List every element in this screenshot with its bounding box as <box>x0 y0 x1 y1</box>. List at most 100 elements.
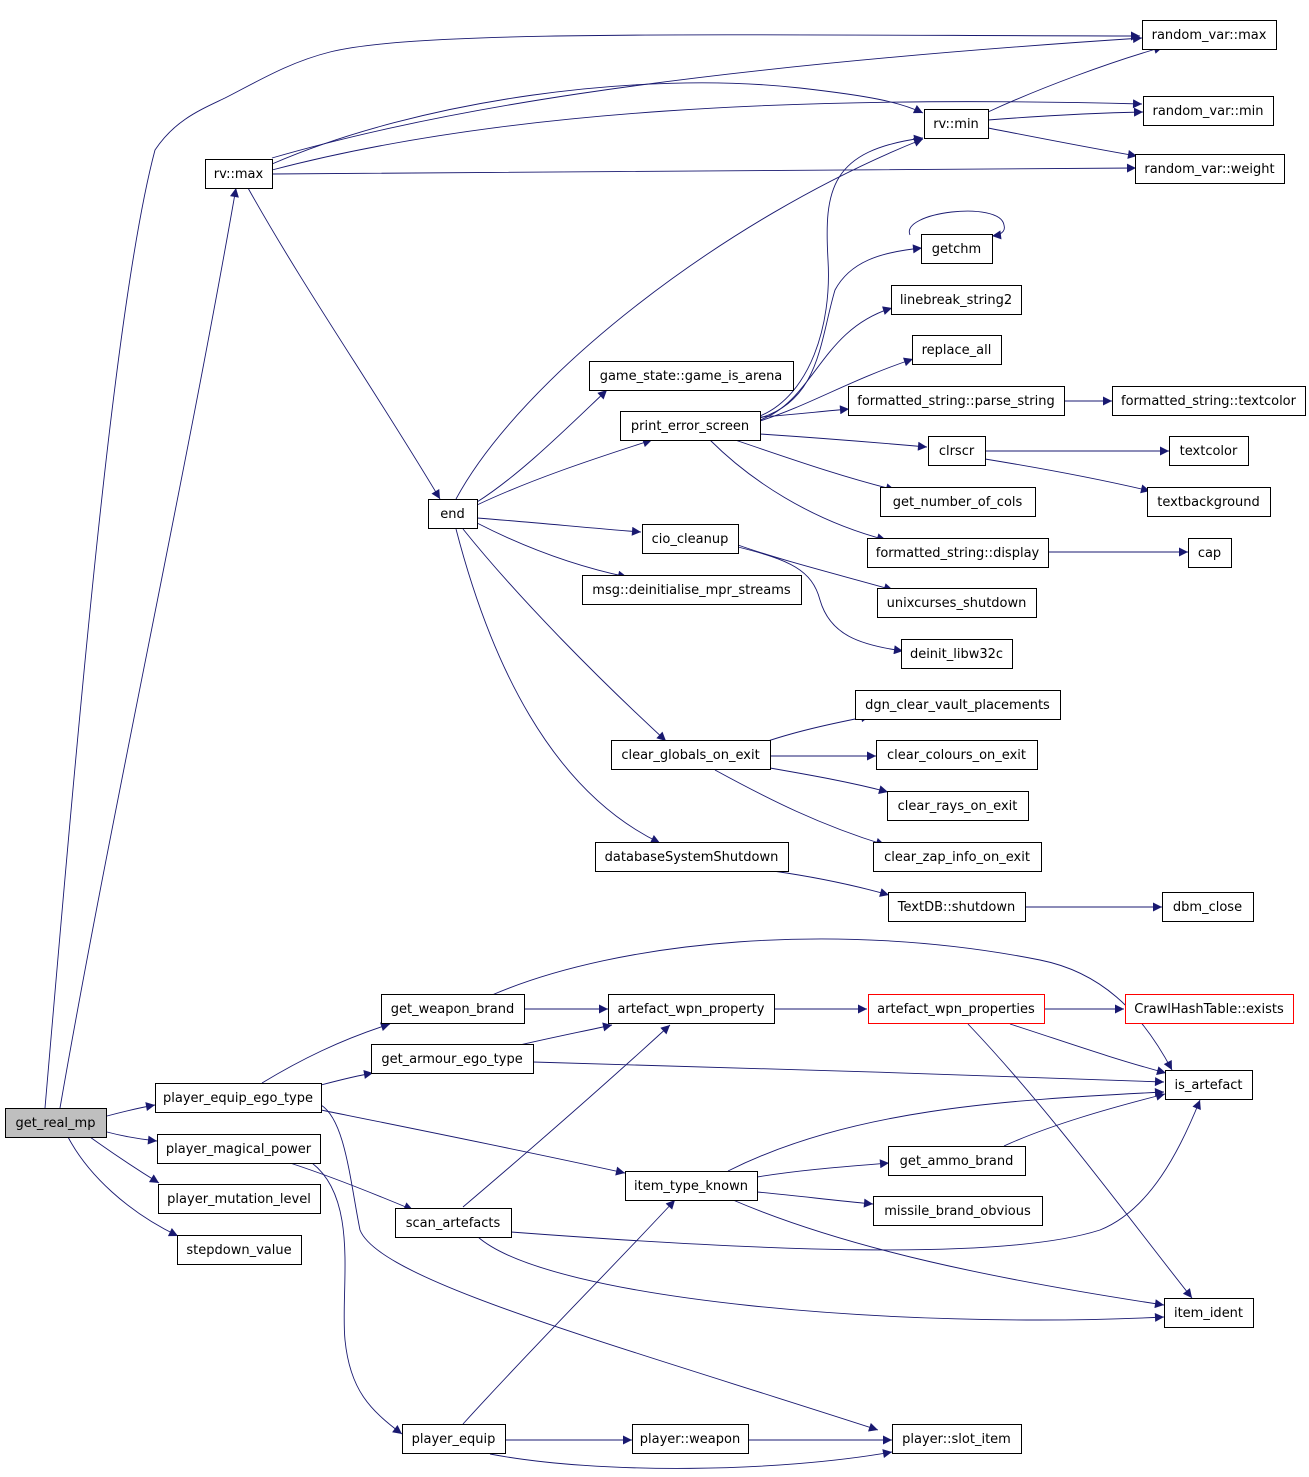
node-box <box>924 109 989 139</box>
node-label: dbm_close <box>1173 900 1242 915</box>
node-stepdown-value[interactable]: stepdown_value <box>177 1235 302 1265</box>
node-box <box>611 740 771 770</box>
node-label: player_magical_power <box>166 1142 312 1157</box>
node-is-artefact[interactable]: is_artefact <box>1165 1070 1253 1100</box>
node-label: scan_artefacts <box>406 1216 501 1231</box>
node-slot-item[interactable]: player::slot_item <box>892 1424 1022 1454</box>
node-textdb-shutdown[interactable]: TextDB::shutdown <box>888 892 1026 922</box>
edge <box>984 458 1151 494</box>
node-rv-min[interactable]: rv::min <box>924 109 989 139</box>
node-label: game_state::game_is_arena <box>600 369 783 384</box>
node-player-equip[interactable]: player_equip <box>402 1424 506 1454</box>
node-print-error-screen[interactable]: print_error_screen <box>620 411 761 441</box>
node-label: get_weapon_brand <box>391 1002 514 1017</box>
edges <box>44 31 1201 1469</box>
node-box <box>1143 96 1274 126</box>
node-deinit-libw32c[interactable]: deinit_libw32c <box>901 639 1013 669</box>
edge <box>59 187 239 1109</box>
edge <box>106 1131 158 1145</box>
node-artefact-wpn-properties[interactable]: artefact_wpn_properties <box>868 994 1045 1024</box>
node-get-real-mp[interactable]: get_real_mp <box>5 1108 107 1138</box>
node-get-armour-ego-type[interactable]: get_armour_ego_type <box>371 1044 534 1074</box>
node-rvar-min[interactable]: random_var::min <box>1143 96 1274 126</box>
edge <box>271 99 1143 171</box>
node-textcolor[interactable]: textcolor <box>1169 436 1249 466</box>
edge <box>271 34 1143 159</box>
node-item-type-known[interactable]: item_type_known <box>625 1171 758 1201</box>
node-box <box>177 1235 302 1265</box>
node-rvar-max[interactable]: random_var::max <box>1142 20 1277 50</box>
node-end[interactable]: end <box>428 499 478 529</box>
node-deinit-mpr[interactable]: msg::deinitialise_mpr_streams <box>582 575 802 605</box>
node-label: rv::min <box>933 117 979 132</box>
edge <box>737 546 904 655</box>
node-clear-colours[interactable]: clear_colours_on_exit <box>876 740 1038 770</box>
node-box <box>855 690 1061 720</box>
node-textbackground[interactable]: textbackground <box>1147 487 1271 517</box>
edge <box>476 517 642 536</box>
edge <box>320 1109 626 1176</box>
edge <box>987 127 1138 159</box>
node-box <box>873 842 1042 872</box>
node-replace-all[interactable]: replace_all <box>912 335 1002 365</box>
node-box <box>625 1171 758 1201</box>
node-box <box>877 588 1037 618</box>
node-label: end <box>440 507 465 522</box>
node-scan-artefacts[interactable]: scan_artefacts <box>395 1208 512 1238</box>
node-fs-display[interactable]: formatted_string::display <box>867 538 1049 568</box>
node-dbm-close[interactable]: dbm_close <box>1162 892 1254 922</box>
nodes: get_real_mp rv::max rv::min random_var::max… <box>5 20 1306 1454</box>
node-box <box>589 361 794 391</box>
node-player-equip-ego-type[interactable]: player_equip_ego_type <box>155 1083 322 1113</box>
node-crawl-exists[interactable]: CrawlHashTable::exists <box>1125 994 1294 1024</box>
node-label: player::slot_item <box>902 1432 1011 1447</box>
node-dgn-clear[interactable]: dgn_clear_vault_placements <box>855 690 1061 720</box>
node-missile-brand-obvious[interactable]: missile_brand_obvious <box>873 1196 1043 1226</box>
node-get-weapon-brand[interactable]: get_weapon_brand <box>381 994 525 1024</box>
node-label: unixcurses_shutdown <box>887 596 1027 611</box>
node-player-magical-power[interactable]: player_magical_power <box>157 1134 321 1164</box>
node-get-number-of-cols[interactable]: get_number_of_cols <box>880 487 1036 517</box>
node-cap[interactable]: cap <box>1188 538 1232 568</box>
node-artefact-wpn-property[interactable]: artefact_wpn_property <box>608 994 775 1024</box>
node-get-ammo-brand[interactable]: get_ammo_brand <box>888 1146 1026 1176</box>
node-label: rv::max <box>214 167 264 182</box>
edge <box>311 1162 403 1435</box>
node-box <box>157 1134 321 1164</box>
edge <box>320 1070 374 1086</box>
node-label: get_ammo_brand <box>900 1154 1014 1169</box>
edge <box>67 1136 179 1237</box>
node-game-is-arena[interactable]: game_state::game_is_arena <box>589 361 794 391</box>
edge <box>759 357 914 422</box>
node-cio-cleanup[interactable]: cio_cleanup <box>642 524 739 554</box>
node-item-ident[interactable]: item_ident <box>1164 1298 1254 1328</box>
node-clear-zap[interactable]: clear_zap_info_on_exit <box>873 842 1042 872</box>
node-label: player_equip <box>412 1432 496 1447</box>
node-box <box>891 285 1022 315</box>
node-player-mutation-level[interactable]: player_mutation_level <box>158 1184 321 1214</box>
node-linebreak-string2[interactable]: linebreak_string2 <box>891 285 1022 315</box>
node-player-weapon[interactable]: player::weapon <box>632 1424 749 1454</box>
node-getchm[interactable]: getchm <box>921 234 993 264</box>
node-label: clear_colours_on_exit <box>887 748 1026 763</box>
node-box <box>595 842 789 872</box>
edge <box>491 938 1173 1071</box>
node-clear-globals[interactable]: clear_globals_on_exit <box>611 740 771 770</box>
node-label: textbackground <box>1157 495 1260 510</box>
node-clrscr[interactable]: clrscr <box>928 436 986 466</box>
node-rv-max[interactable]: rv::max <box>205 159 273 189</box>
node-rvar-weight[interactable]: random_var::weight <box>1135 154 1285 184</box>
edge <box>756 1191 874 1208</box>
node-clear-rays[interactable]: clear_rays_on_exit <box>887 791 1029 821</box>
node-label: clear_globals_on_exit <box>621 748 759 763</box>
node-fs-textcolor[interactable]: formatted_string::textcolor <box>1112 386 1306 416</box>
node-box <box>901 639 1013 669</box>
node-parse-string[interactable]: formatted_string::parse_string <box>848 386 1065 416</box>
edge <box>89 1136 160 1184</box>
node-box <box>876 740 1038 770</box>
node-unixcurses-shutdown[interactable]: unixcurses_shutdown <box>877 588 1037 618</box>
node-db-shutdown[interactable]: databaseSystemShutdown <box>595 842 789 872</box>
node-label: player_mutation_level <box>167 1192 311 1207</box>
node-box <box>921 234 993 264</box>
node-box <box>1147 487 1271 517</box>
